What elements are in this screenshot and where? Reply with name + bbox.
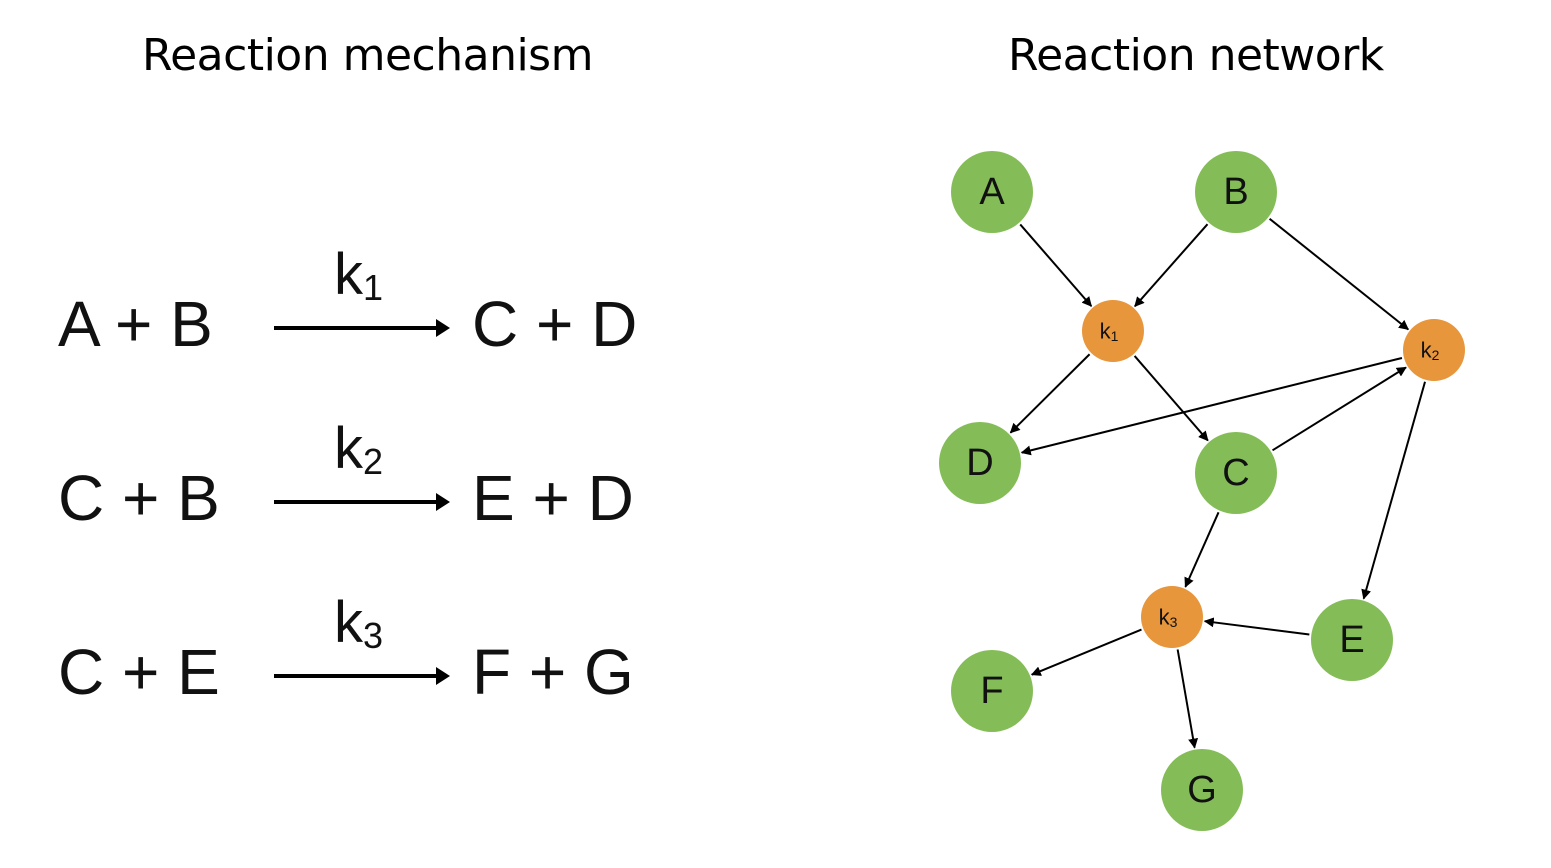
species-node-F: F <box>951 650 1033 732</box>
rate-subscript: 3 <box>363 615 384 656</box>
species-node-B: B <box>1195 151 1277 233</box>
products: C + D <box>472 288 638 360</box>
node-circle <box>1311 599 1393 681</box>
node-label: F <box>980 670 1003 712</box>
reaction-equation-3: C + E k3 F + G <box>58 584 678 708</box>
node-circle <box>951 650 1033 732</box>
species-node-C: C <box>1195 432 1277 514</box>
products: E + D <box>472 462 634 534</box>
reaction-equation-2: C + B k2 E + D <box>58 410 678 534</box>
edge-B-to-k1 <box>1134 223 1209 308</box>
rate-symbol: k <box>334 416 363 481</box>
reactants: C + E <box>58 636 220 708</box>
reaction-arrow-icon <box>274 493 450 511</box>
node-circle <box>1141 586 1203 648</box>
rate-constant: k1 <box>334 246 383 306</box>
node-circle <box>1082 300 1144 362</box>
species-node-A: A <box>951 151 1033 233</box>
species-node-E: E <box>1311 599 1393 681</box>
edge-k2-to-D <box>1020 357 1403 456</box>
node-circle <box>1195 151 1277 233</box>
edge-k1-to-D <box>1009 353 1091 434</box>
edge-C-to-k2 <box>1271 366 1407 452</box>
reaction-arrow-icon <box>274 667 450 685</box>
reaction-mechanism-title: Reaction mechanism <box>142 30 593 81</box>
node-label: E <box>1339 619 1364 661</box>
edge-C-to-k3 <box>1184 511 1220 588</box>
node-label: B <box>1223 171 1248 213</box>
reaction-equation-1: A + B k1 C + D <box>58 236 678 360</box>
node-circle <box>1195 432 1277 514</box>
node-label: D <box>966 442 993 484</box>
rate-constant: k2 <box>334 420 383 480</box>
edge-B-to-k2 <box>1268 218 1409 331</box>
node-label: G <box>1187 769 1217 811</box>
node-label: C <box>1222 452 1249 494</box>
reactants: C + B <box>58 462 220 534</box>
rate-symbol: k <box>334 242 363 307</box>
edge-k3-to-F <box>1030 628 1142 676</box>
rate-constant: k3 <box>334 594 383 654</box>
reactants: A + B <box>58 288 213 360</box>
node-circle <box>939 422 1021 504</box>
species-node-D: D <box>939 422 1021 504</box>
reaction-node-k3: k3 <box>1141 586 1203 648</box>
reaction-node-k1: k1 <box>1082 300 1144 362</box>
edge-k1-to-C <box>1133 355 1209 442</box>
node-circle <box>1161 749 1243 831</box>
rate-subscript: 1 <box>363 267 384 308</box>
rate-subscript: 2 <box>363 441 384 482</box>
products: F + G <box>472 636 634 708</box>
node-label: A <box>979 171 1005 213</box>
edge-k2-to-E <box>1361 381 1426 600</box>
edge-k3-to-G <box>1176 649 1199 749</box>
reaction-arrow-icon <box>274 319 450 337</box>
edge-A-to-k1 <box>1019 223 1093 307</box>
reaction-node-k2: k2 <box>1403 319 1465 381</box>
rate-symbol: k <box>334 590 363 655</box>
reaction-network-title: Reaction network <box>1008 30 1384 81</box>
edge-E-to-k3 <box>1203 617 1310 636</box>
species-node-G: G <box>1161 749 1243 831</box>
node-circle <box>951 151 1033 233</box>
node-circle <box>1403 319 1465 381</box>
